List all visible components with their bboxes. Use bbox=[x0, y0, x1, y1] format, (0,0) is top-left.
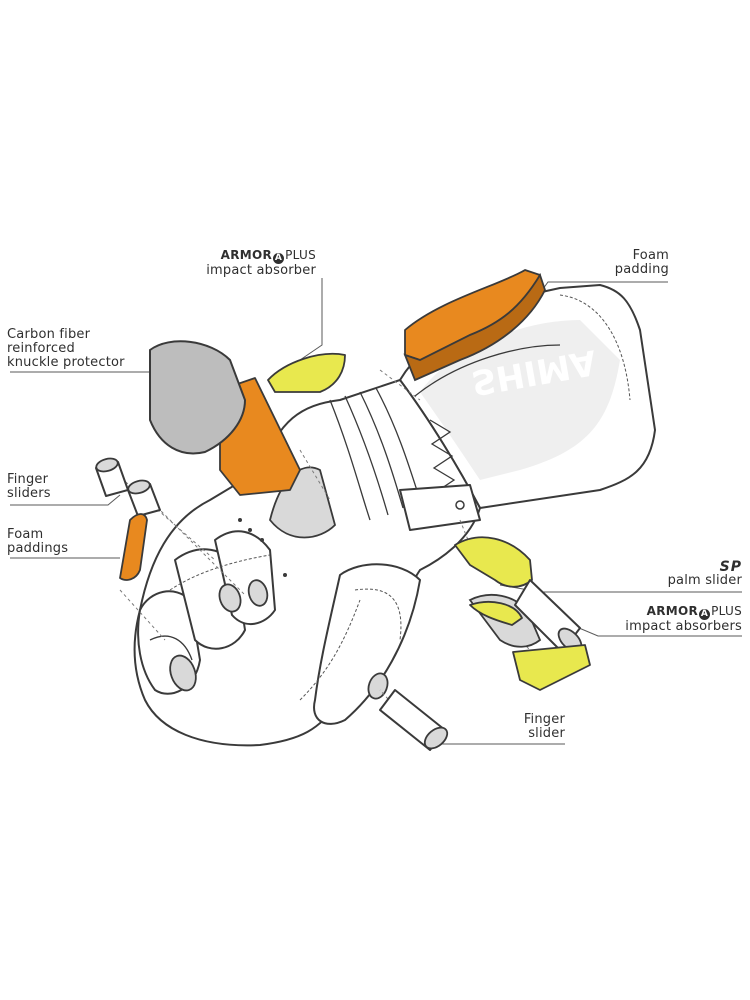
armor-plus-top-text: impact absorber bbox=[206, 263, 316, 278]
palm-slider-text: palm slider bbox=[667, 573, 742, 588]
carbon-knuckle-protector bbox=[149, 340, 301, 496]
armor-plus-absorber-top bbox=[267, 353, 346, 393]
armor-plus-bottom-text: impact absorbers bbox=[625, 619, 742, 634]
finger-slider-thumb bbox=[379, 689, 449, 751]
palm-slider-label: SP palm slider bbox=[580, 560, 742, 588]
foam-padding-cuff bbox=[403, 269, 546, 382]
finger-sliders-label: Finger sliders bbox=[7, 472, 51, 501]
foam-paddings-label: Foam paddings bbox=[7, 527, 69, 556]
glove-body bbox=[133, 379, 481, 747]
foam-paddings-left bbox=[119, 513, 148, 581]
finger-sliders-left bbox=[95, 457, 161, 517]
finger-slider-label: Finger slider bbox=[523, 712, 565, 741]
sp-logo: SP bbox=[719, 559, 742, 575]
armor-plus-logo-icon: A bbox=[273, 253, 285, 264]
armor-plus-logo-icon: A bbox=[699, 609, 711, 620]
foam-padding-label: Foam padding bbox=[614, 248, 669, 277]
carbon-fiber-label: Carbon fiber reinforced knuckle protecto… bbox=[7, 327, 125, 370]
palm-slider-group bbox=[454, 536, 591, 691]
